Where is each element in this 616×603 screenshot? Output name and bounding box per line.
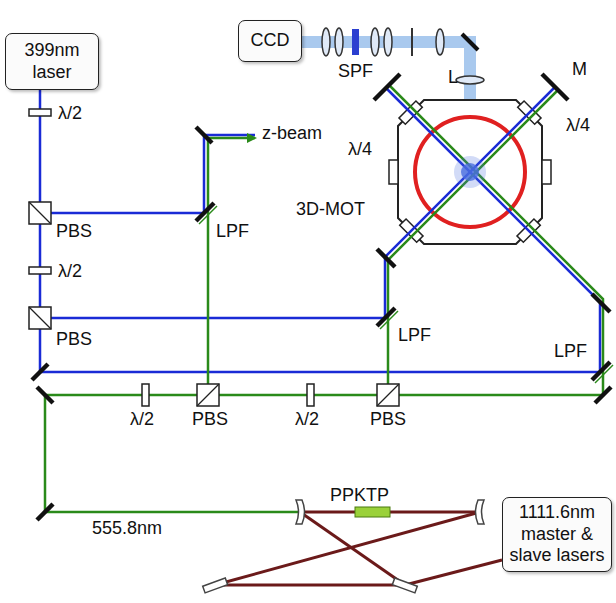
- waveplate-label: λ/2: [58, 262, 82, 282]
- filter-label: LPF: [554, 342, 587, 362]
- pbs-label: PBS: [192, 410, 228, 430]
- lens-label: L: [448, 68, 458, 88]
- waveplate-label: λ/2: [130, 410, 154, 430]
- waveplate-label: λ/2: [58, 104, 82, 124]
- chamber-label: 3D-MOT: [296, 200, 365, 220]
- box-label: 399nm laser: [12, 40, 92, 83]
- filter-label: LPF: [216, 222, 249, 242]
- box-label: CCD: [251, 30, 290, 52]
- pbs-label: PBS: [56, 222, 92, 242]
- crystal-label: PPKTP: [330, 486, 389, 506]
- waveplate-label: λ/4: [566, 116, 590, 136]
- beam-label: z-beam: [262, 124, 322, 144]
- waveplate-label: λ/2: [295, 410, 319, 430]
- waveplate-label: λ/4: [348, 140, 372, 160]
- laser-box: 399nm laser: [5, 33, 99, 90]
- pbs-label: PBS: [370, 410, 406, 430]
- camera-box: CCD: [238, 20, 302, 62]
- mirror-label: M: [572, 60, 587, 80]
- filter-label: SPF: [338, 62, 373, 82]
- wavelength-label: 555.8nm: [92, 519, 162, 539]
- filter-label: LPF: [398, 326, 431, 346]
- laser-box: 1111.6nm master & slave lasers: [502, 497, 612, 572]
- pbs-label: PBS: [56, 330, 92, 350]
- box-label: 1111.6nm master & slave lasers: [509, 502, 605, 567]
